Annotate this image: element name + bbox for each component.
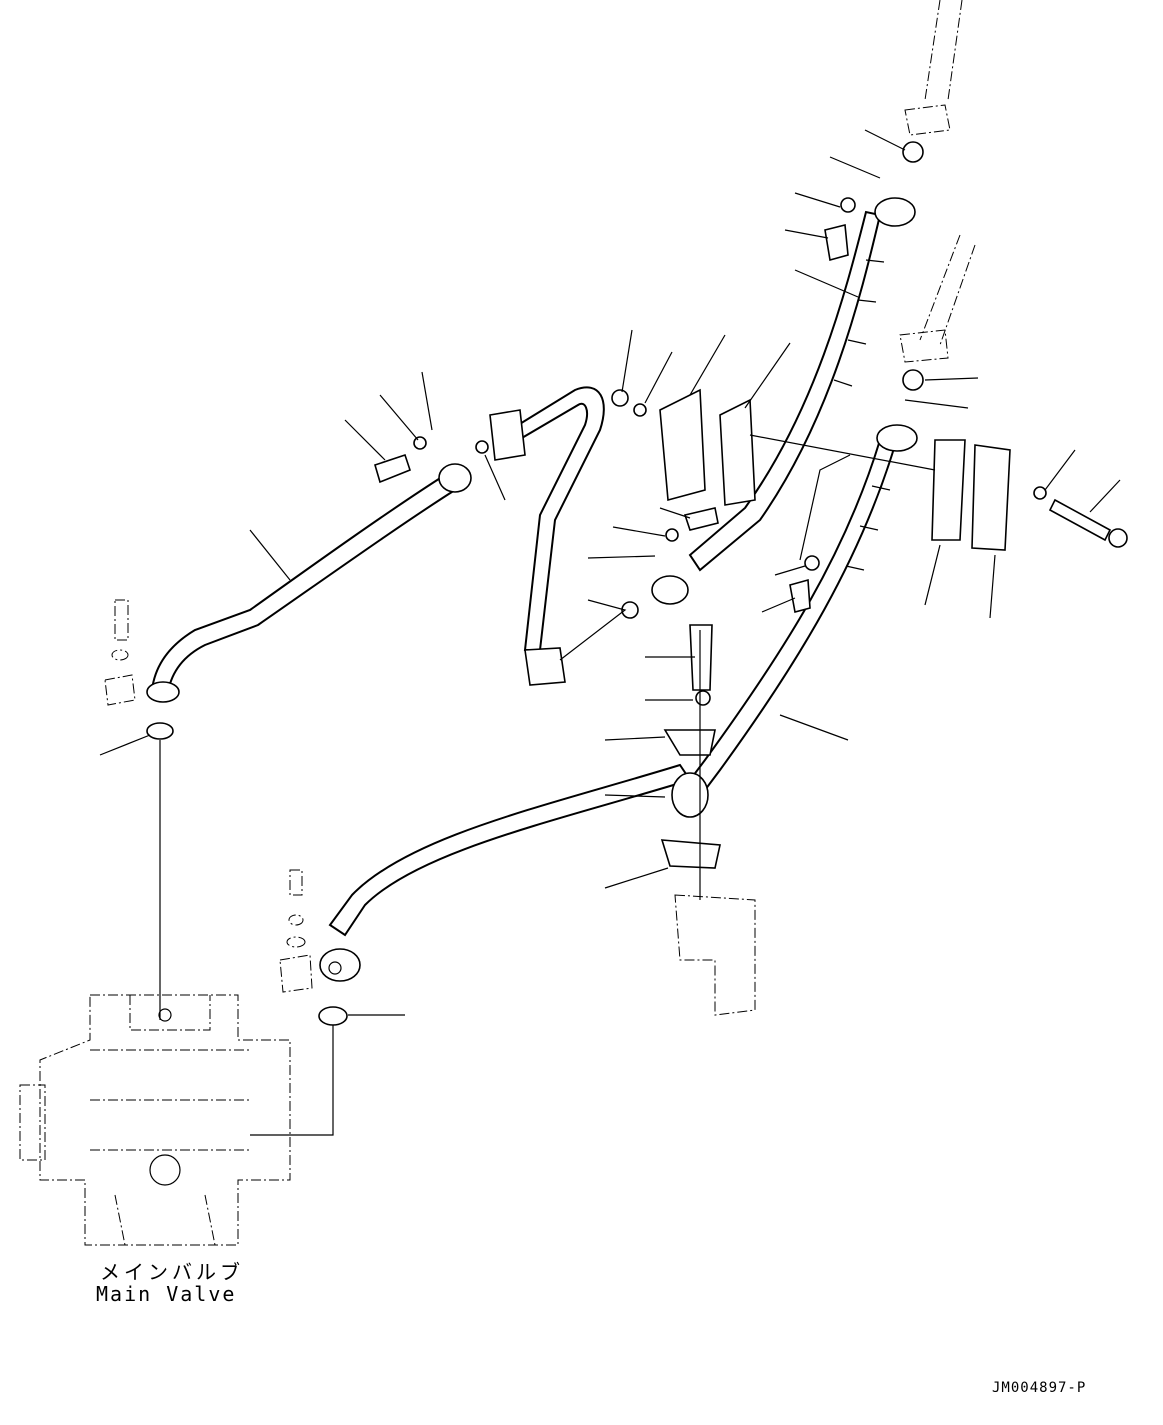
clamp-blocks-middle (660, 624, 721, 869)
mount-bracket (674, 894, 756, 1016)
bolt-right (1048, 498, 1128, 548)
o-rings (146, 722, 348, 1026)
hose-left (146, 463, 472, 703)
hose-upper-right (688, 210, 885, 572)
upper-reference-hose-1 (904, 0, 963, 136)
clamp-pads-upper (659, 388, 1011, 551)
main-valve-label-jp: メインバルブ (100, 1260, 244, 1284)
lower-bolt-stack (279, 869, 313, 993)
hose-middle (319, 763, 709, 982)
leader-lines (99, 129, 1121, 1136)
flange-upper-right (651, 197, 916, 605)
main-valve-outline (19, 994, 291, 1246)
small-fittings (374, 141, 1047, 706)
drawing-code: JM004897-P (992, 1380, 1087, 1396)
upper-reference-hose-2 (899, 234, 976, 363)
left-bolt-stack (104, 599, 136, 706)
main-valve-label-en: Main Valve (96, 1282, 237, 1306)
curved-tube (489, 386, 605, 686)
